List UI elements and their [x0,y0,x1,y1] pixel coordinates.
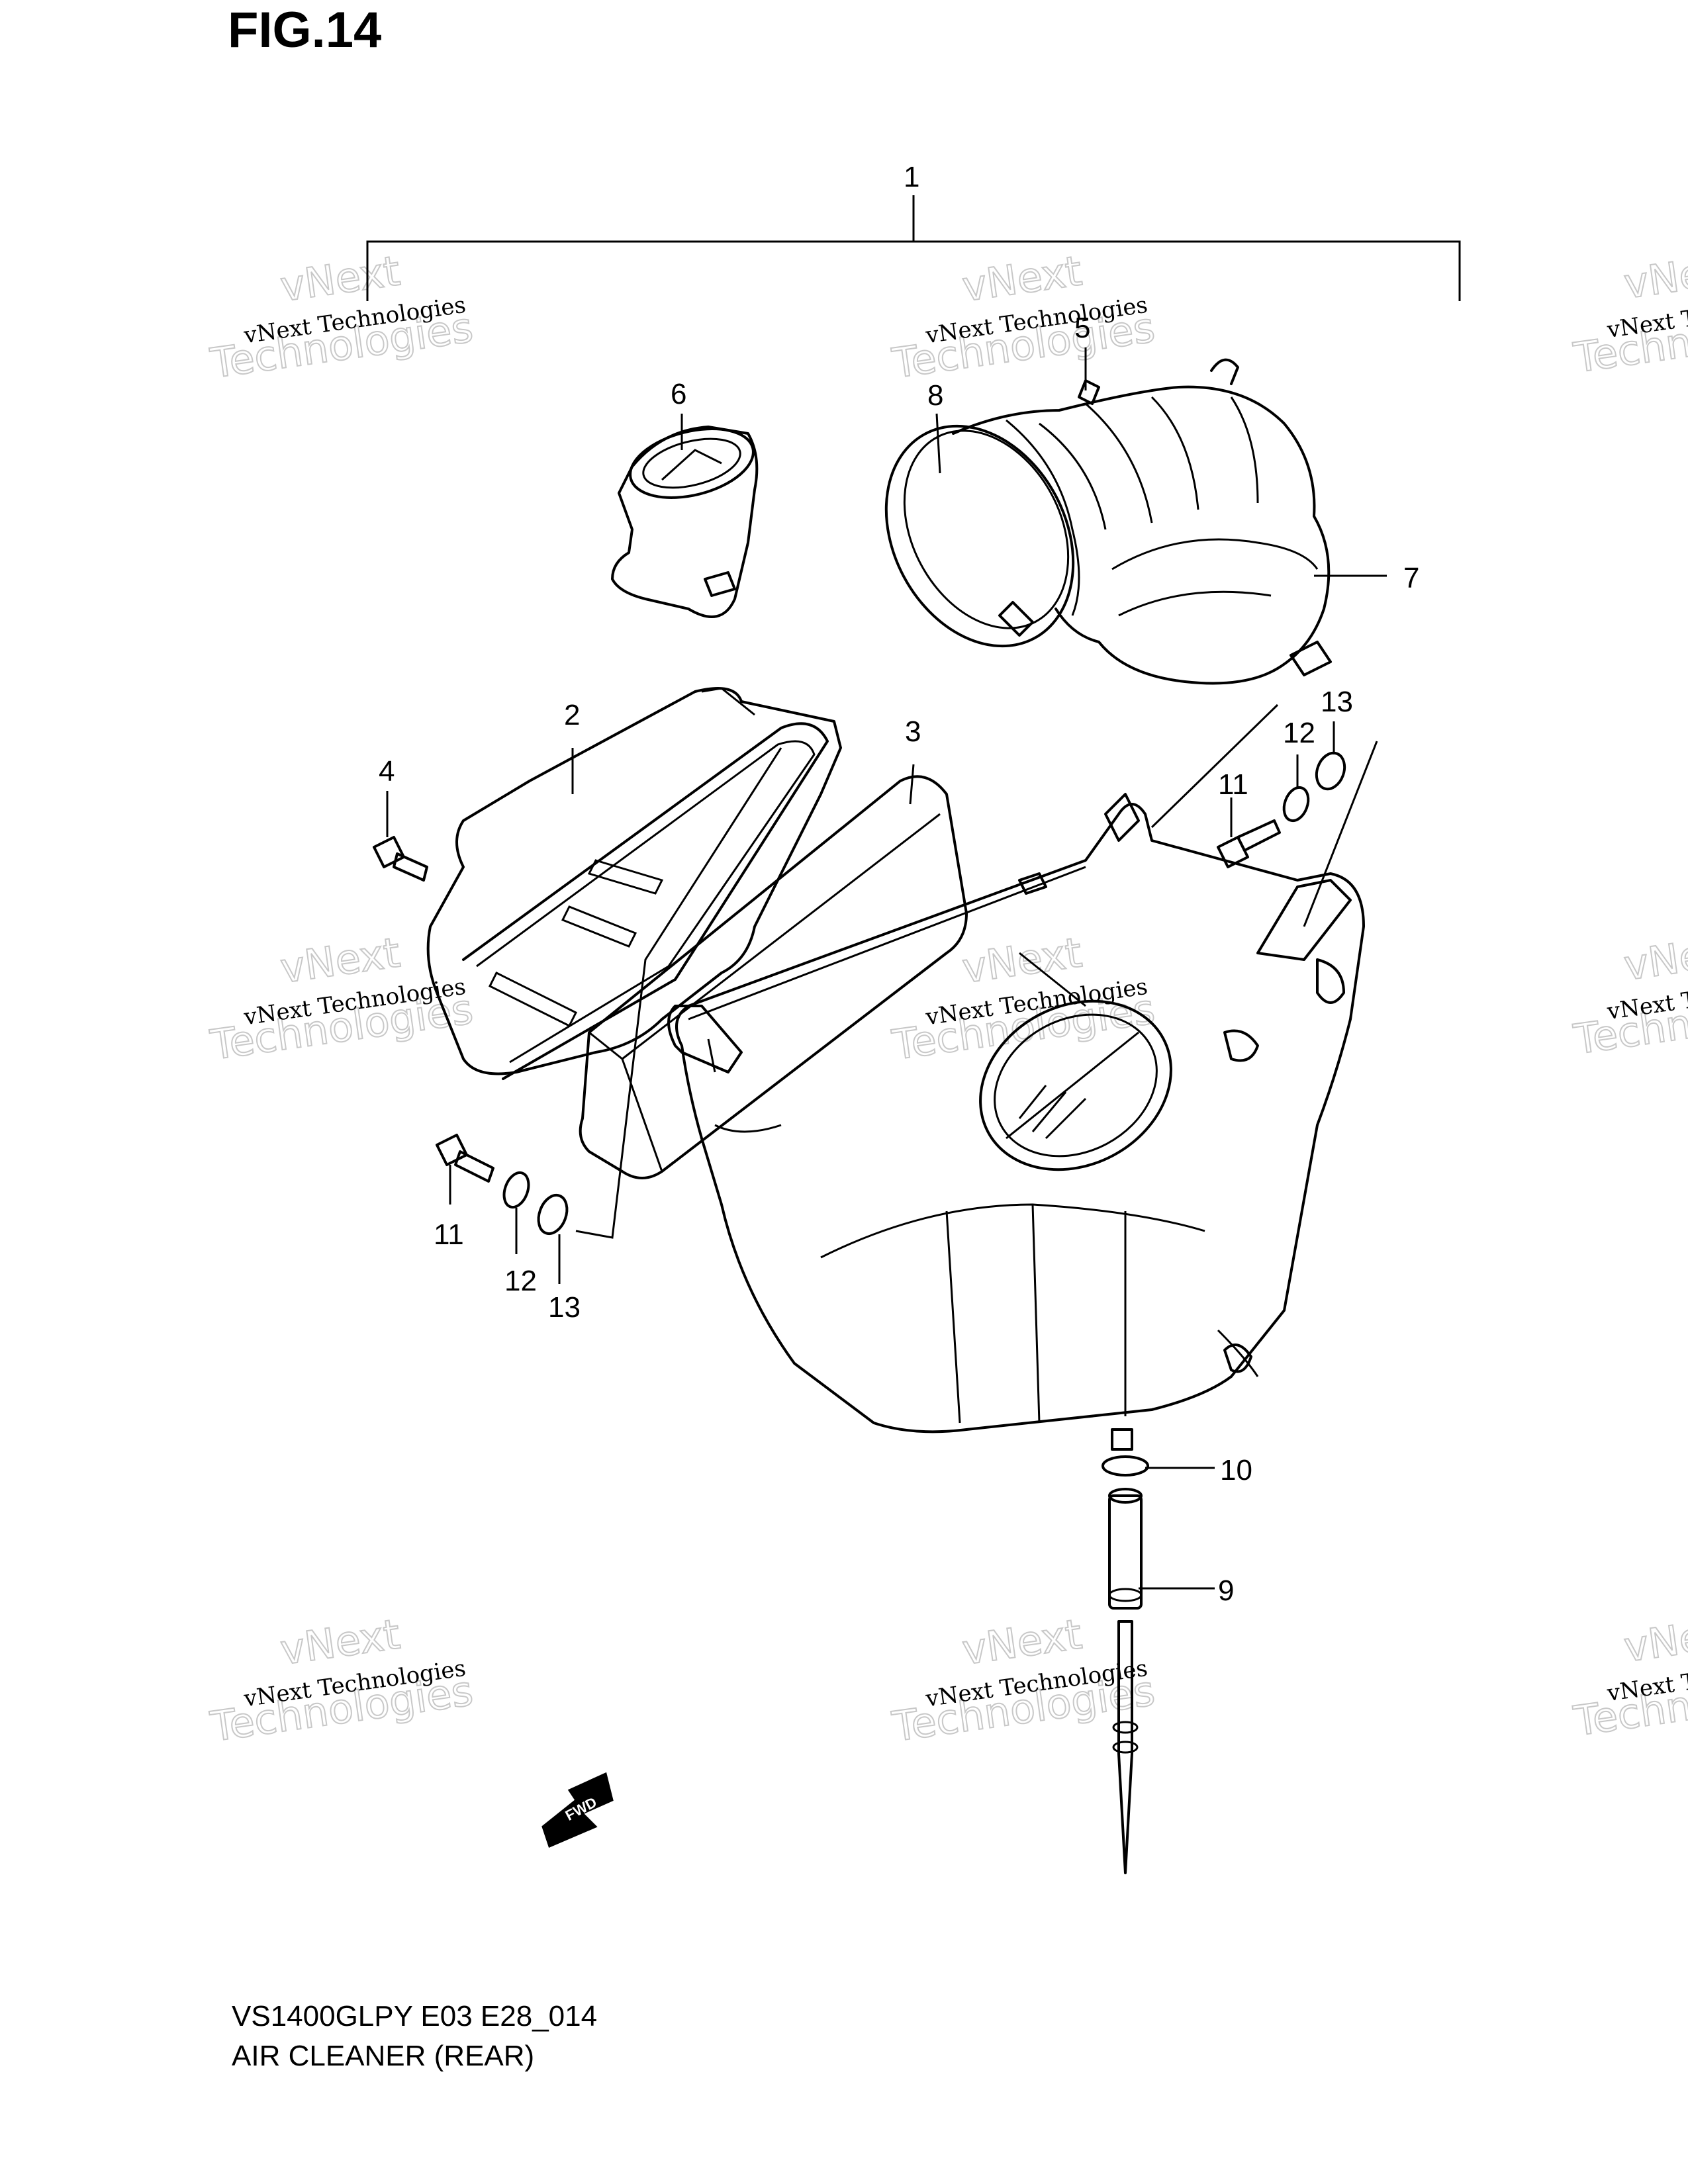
part-filter-element [579,775,968,1179]
callout-12-right: 12 [1283,717,1315,749]
watermark-big-1: vNext [1621,1607,1688,1671]
watermark-mid-left: vNext Technologies vNext Technologies [207,927,477,1069]
callout-9: 9 [1218,1574,1234,1607]
callout-7: 7 [1403,562,1419,594]
bolt-11-right [1217,819,1281,868]
watermark-big-1: vNext [277,246,403,310]
callout-8: 8 [927,379,943,412]
part-drain-tube [1102,1428,1149,1874]
section-name: AIR CLEANER (REAR) [232,2040,535,2072]
callout-13-left: 13 [548,1291,581,1324]
callout-1: 1 [904,161,919,193]
part-cleaner-cover [426,687,842,1080]
watermark-top-center: vNext Technologies vNext Technologies [888,246,1158,388]
watermark-top-right: vNext Technologies vNext Technologies [1570,243,1688,383]
callout-3: 3 [905,715,921,748]
part-inlet-duct [611,426,759,618]
watermark-low-left: vNext Technologies vNext Technologies [207,1609,477,1751]
part-inlet-elbow [884,358,1332,685]
watermark-low-right: vNext Technologies vNext Technologies [1570,1606,1688,1746]
leader-lines [386,347,1387,1590]
watermark-layer: vNext Technologies vNext Technologies vN… [207,243,1688,1752]
callout-4: 4 [379,755,395,788]
washer-12-right [1282,786,1310,823]
callout-2: 2 [564,699,580,731]
hardware-parts [373,751,1346,1236]
watermark-low-center: vNext Technologies vNext Technologies [888,1609,1158,1751]
watermark-top-left: vNext Technologies vNext Technologies [207,246,477,388]
callout-labels: 1 2 3 4 5 6 7 8 9 10 11 11 12 12 13 13 [379,161,1419,1607]
washer-13-right [1315,751,1346,791]
watermark-mid-right: vNext Technologies vNext Technologies [1570,925,1688,1064]
figure-title: FIG.14 [228,2,382,58]
callout-6: 6 [671,378,686,410]
bolt-4 [373,836,428,882]
callout-5: 5 [1074,312,1090,344]
watermark-big-1: vNext [1621,925,1688,989]
watermark-big-1: vNext [1621,244,1688,308]
watermark-big-1: vNext [959,246,1085,310]
part-cleaner-case [667,793,1365,1433]
washer-13-left [537,1193,569,1236]
bolt-11-left [436,1134,494,1183]
watermark-big-1: vNext [277,928,403,992]
watermark-big-1: vNext [959,1610,1085,1674]
fwd-direction-arrow: FWD [541,1772,614,1848]
watermark-big-1: vNext [959,928,1085,992]
callout-12-left: 12 [504,1265,537,1297]
model-code: VS1400GLPY E03 E28_014 [232,2000,598,2032]
assembly-bracket [366,195,1461,301]
callout-11-right: 11 [1218,768,1248,801]
callout-13-right: 13 [1321,686,1353,718]
washer-12-left [502,1171,530,1209]
watermark-big-1: vNext [277,1610,403,1674]
callout-11-left: 11 [434,1218,464,1251]
callout-10: 10 [1220,1454,1252,1486]
